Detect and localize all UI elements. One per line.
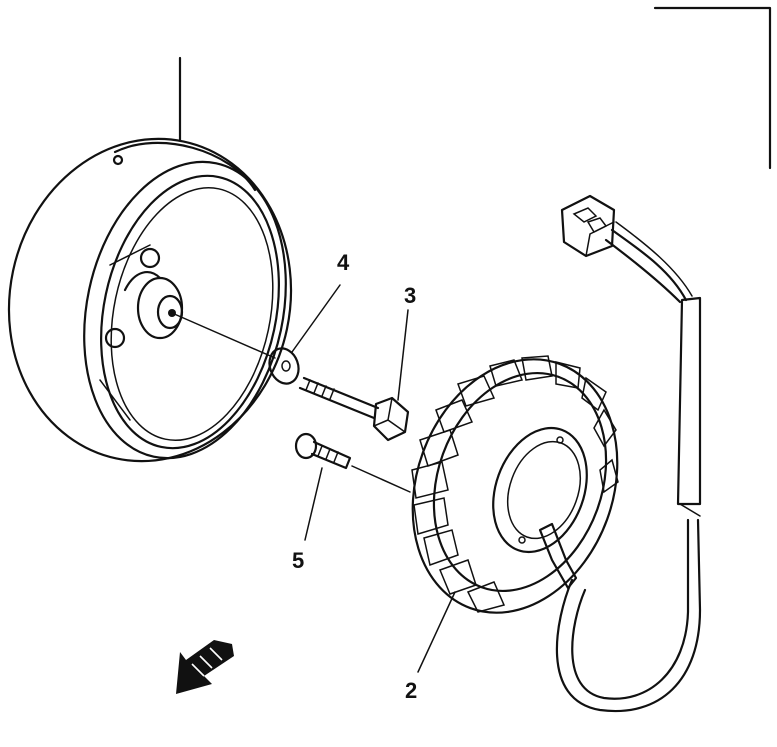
- callout-label-2: 2: [405, 678, 418, 703]
- rotor-bolt: [298, 376, 410, 442]
- reference-bracket: [653, 6, 772, 170]
- callout-label-5: 5: [292, 548, 305, 573]
- wire-harness: [555, 221, 702, 713]
- leader-line-2: [417, 591, 456, 673]
- front-arrow-icon: [176, 640, 234, 694]
- stator-screw: [294, 432, 352, 470]
- flywheel-rotor: [7, 56, 293, 463]
- leader-line-5: [304, 467, 323, 541]
- washer: [268, 347, 300, 385]
- callout-label-4: 4: [337, 250, 350, 275]
- stator-coil: [411, 355, 619, 614]
- callout-label-3: 3: [404, 283, 417, 308]
- connector: [560, 194, 616, 258]
- axis-line-stator: [351, 465, 411, 493]
- leader-line-3: [397, 309, 409, 401]
- axis-line-rotor: [171, 312, 276, 359]
- leader-line-4: [291, 284, 341, 353]
